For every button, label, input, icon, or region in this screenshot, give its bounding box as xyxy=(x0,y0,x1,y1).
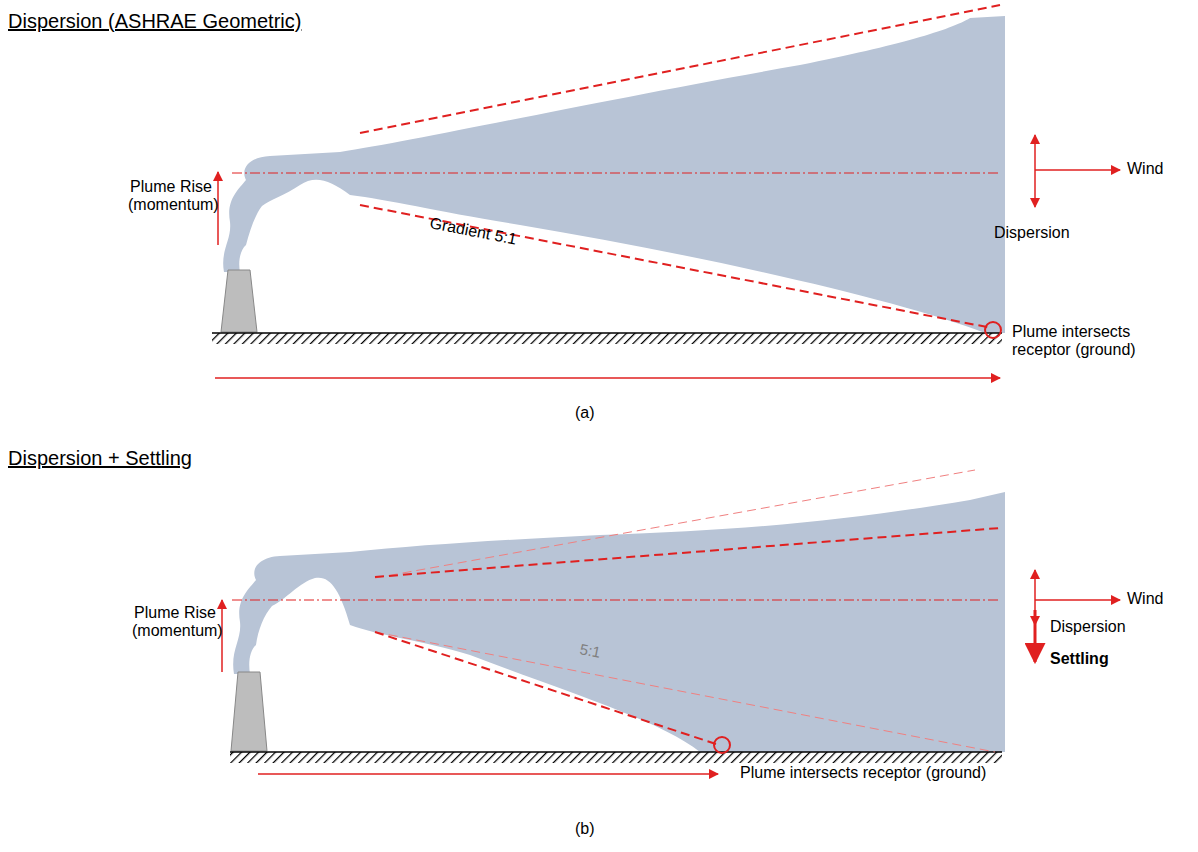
annotation: Dispersion xyxy=(1050,618,1126,636)
plume xyxy=(223,16,1005,333)
ratio-label: 5:1 xyxy=(578,640,602,661)
panel-caption: (b) xyxy=(575,820,595,838)
intersect-marker xyxy=(714,737,730,753)
lower-boundary xyxy=(375,632,716,744)
distance-arrow xyxy=(215,377,1000,379)
centerline xyxy=(232,173,1000,174)
ground-line xyxy=(230,751,1002,753)
annotation: Plume intersects receptor (ground) xyxy=(740,764,986,782)
plume-rise-arrow xyxy=(221,600,223,672)
panel-caption: (a) xyxy=(575,404,595,422)
panel-heading: Dispersion + Settling xyxy=(8,447,192,470)
distance-arrow xyxy=(258,773,718,775)
stack xyxy=(221,270,257,332)
gradient-label: Gradient 5:1 xyxy=(428,214,518,249)
wind-arrow xyxy=(1035,599,1120,601)
annotation: Plume Rise (momentum) xyxy=(128,178,214,215)
annotation: Dispersion xyxy=(994,224,1070,242)
plume xyxy=(233,492,1005,752)
panel-b xyxy=(222,470,1120,774)
lower-boundary xyxy=(360,205,992,328)
annotation: Wind xyxy=(1127,590,1163,608)
plume-rise-arrow xyxy=(217,172,219,245)
panel-a xyxy=(212,5,1120,378)
settling-arrow xyxy=(1034,610,1037,662)
annotation: Wind xyxy=(1127,160,1163,178)
stack xyxy=(231,672,267,751)
wind-arrow xyxy=(1035,169,1120,171)
reference-upper xyxy=(375,470,975,578)
dispersion-arrow xyxy=(1034,135,1036,207)
ground-hatch xyxy=(230,752,1002,763)
annotation: Settling xyxy=(1050,650,1109,668)
upper-boundary xyxy=(375,528,1000,577)
ground-hatch xyxy=(212,333,1002,344)
centerline xyxy=(232,600,1000,601)
panel-heading: Dispersion (ASHRAE Geometric) xyxy=(8,10,301,33)
upper-boundary xyxy=(360,5,1000,133)
reference-lower xyxy=(375,632,995,752)
annotation: Plume intersects receptor (ground) xyxy=(1012,323,1162,360)
intersect-marker xyxy=(985,322,1001,338)
annotation: Plume Rise (momentum) xyxy=(132,604,218,641)
ground-line xyxy=(212,332,1002,334)
